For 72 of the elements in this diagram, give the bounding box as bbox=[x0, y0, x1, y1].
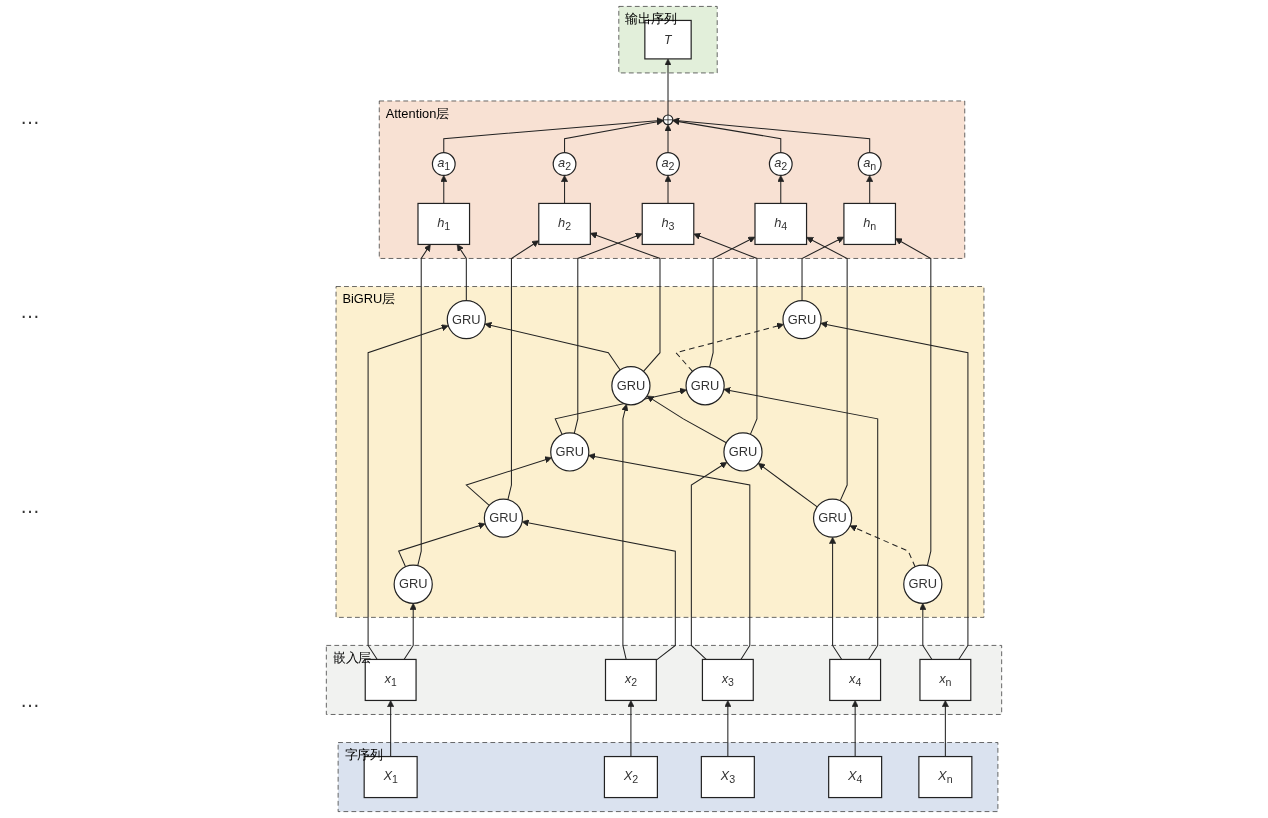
arrow bbox=[672, 117, 871, 154]
arrow bbox=[521, 519, 676, 661]
node-box: X$_{4}$ bbox=[828, 755, 883, 799]
arrow bbox=[941, 700, 949, 758]
node-circle: a$_{2}$ bbox=[768, 152, 793, 176]
node-circle: a$_{n}$ bbox=[857, 152, 882, 176]
ellipsis-text: … bbox=[20, 300, 40, 324]
arrow bbox=[820, 321, 969, 660]
arrow bbox=[403, 603, 417, 660]
arrow bbox=[806, 237, 848, 502]
node-box: x$_{3}$ bbox=[701, 658, 754, 702]
ellipsis-text: … bbox=[20, 105, 40, 129]
arrow bbox=[895, 238, 932, 567]
arrow bbox=[709, 236, 756, 368]
arrow bbox=[866, 175, 874, 204]
arrow bbox=[573, 232, 643, 434]
node-circle: GRU bbox=[782, 299, 822, 340]
node-box: x$_{4}$ bbox=[829, 658, 882, 702]
node-circle: a$_{1}$ bbox=[431, 152, 456, 176]
arrow bbox=[757, 463, 818, 508]
node-box: X$_{3}$ bbox=[700, 755, 755, 799]
node-circle: a$_{2}$ bbox=[656, 152, 680, 176]
node-box: h$_{4}$ bbox=[754, 202, 808, 246]
arrow bbox=[484, 321, 621, 371]
node-circle: GRU bbox=[723, 432, 763, 472]
node-circle: a$_{2}$ bbox=[552, 152, 577, 176]
node-box: h$_{n}$ bbox=[843, 202, 897, 246]
node-circle: GRU bbox=[393, 564, 433, 604]
node-box: h$_{1}$ bbox=[417, 202, 471, 246]
node-circle: GRU bbox=[550, 432, 590, 472]
arrow bbox=[507, 240, 540, 501]
ellipsis-text: … bbox=[20, 494, 40, 518]
node-circle: GRU bbox=[685, 366, 725, 406]
arrow bbox=[588, 453, 751, 660]
node-box: h$_{3}$ bbox=[641, 202, 695, 246]
arrow bbox=[919, 603, 933, 660]
arrow bbox=[397, 522, 486, 568]
arrow bbox=[829, 536, 843, 660]
arrow bbox=[417, 244, 431, 567]
arrow bbox=[387, 700, 395, 758]
node-box: x$_{n}$ bbox=[919, 658, 972, 702]
arrow bbox=[849, 525, 916, 568]
node-circle: GRU bbox=[483, 498, 524, 538]
ellipsis-text: … bbox=[20, 689, 40, 713]
arrow bbox=[664, 58, 672, 116]
arrow bbox=[646, 395, 727, 444]
node-box: h$_{2}$ bbox=[538, 202, 591, 246]
node-circle: GRU bbox=[446, 299, 486, 340]
arrow bbox=[621, 403, 629, 660]
node-circle: GRU bbox=[812, 498, 853, 538]
arrow bbox=[564, 118, 664, 154]
arrow bbox=[675, 322, 784, 372]
arrow bbox=[777, 175, 785, 204]
arrow bbox=[664, 175, 672, 204]
node-circle: GRU bbox=[903, 564, 943, 604]
arrow bbox=[693, 232, 758, 435]
arrow bbox=[724, 700, 732, 758]
arrow bbox=[561, 175, 569, 204]
arrow bbox=[440, 175, 448, 204]
node-box: x$_{2}$ bbox=[604, 658, 657, 702]
arrow bbox=[664, 124, 672, 154]
node-box: X$_{n}$ bbox=[918, 755, 973, 799]
node-circle: GRU bbox=[611, 366, 651, 406]
arrow bbox=[851, 700, 859, 758]
arrow bbox=[465, 456, 552, 506]
arrow bbox=[590, 232, 661, 372]
node-box: X$_{2}$ bbox=[603, 755, 658, 799]
arrow bbox=[690, 461, 728, 660]
arrow bbox=[367, 324, 449, 660]
arrow bbox=[627, 700, 635, 758]
arrow bbox=[456, 244, 467, 302]
arrow bbox=[443, 117, 664, 154]
